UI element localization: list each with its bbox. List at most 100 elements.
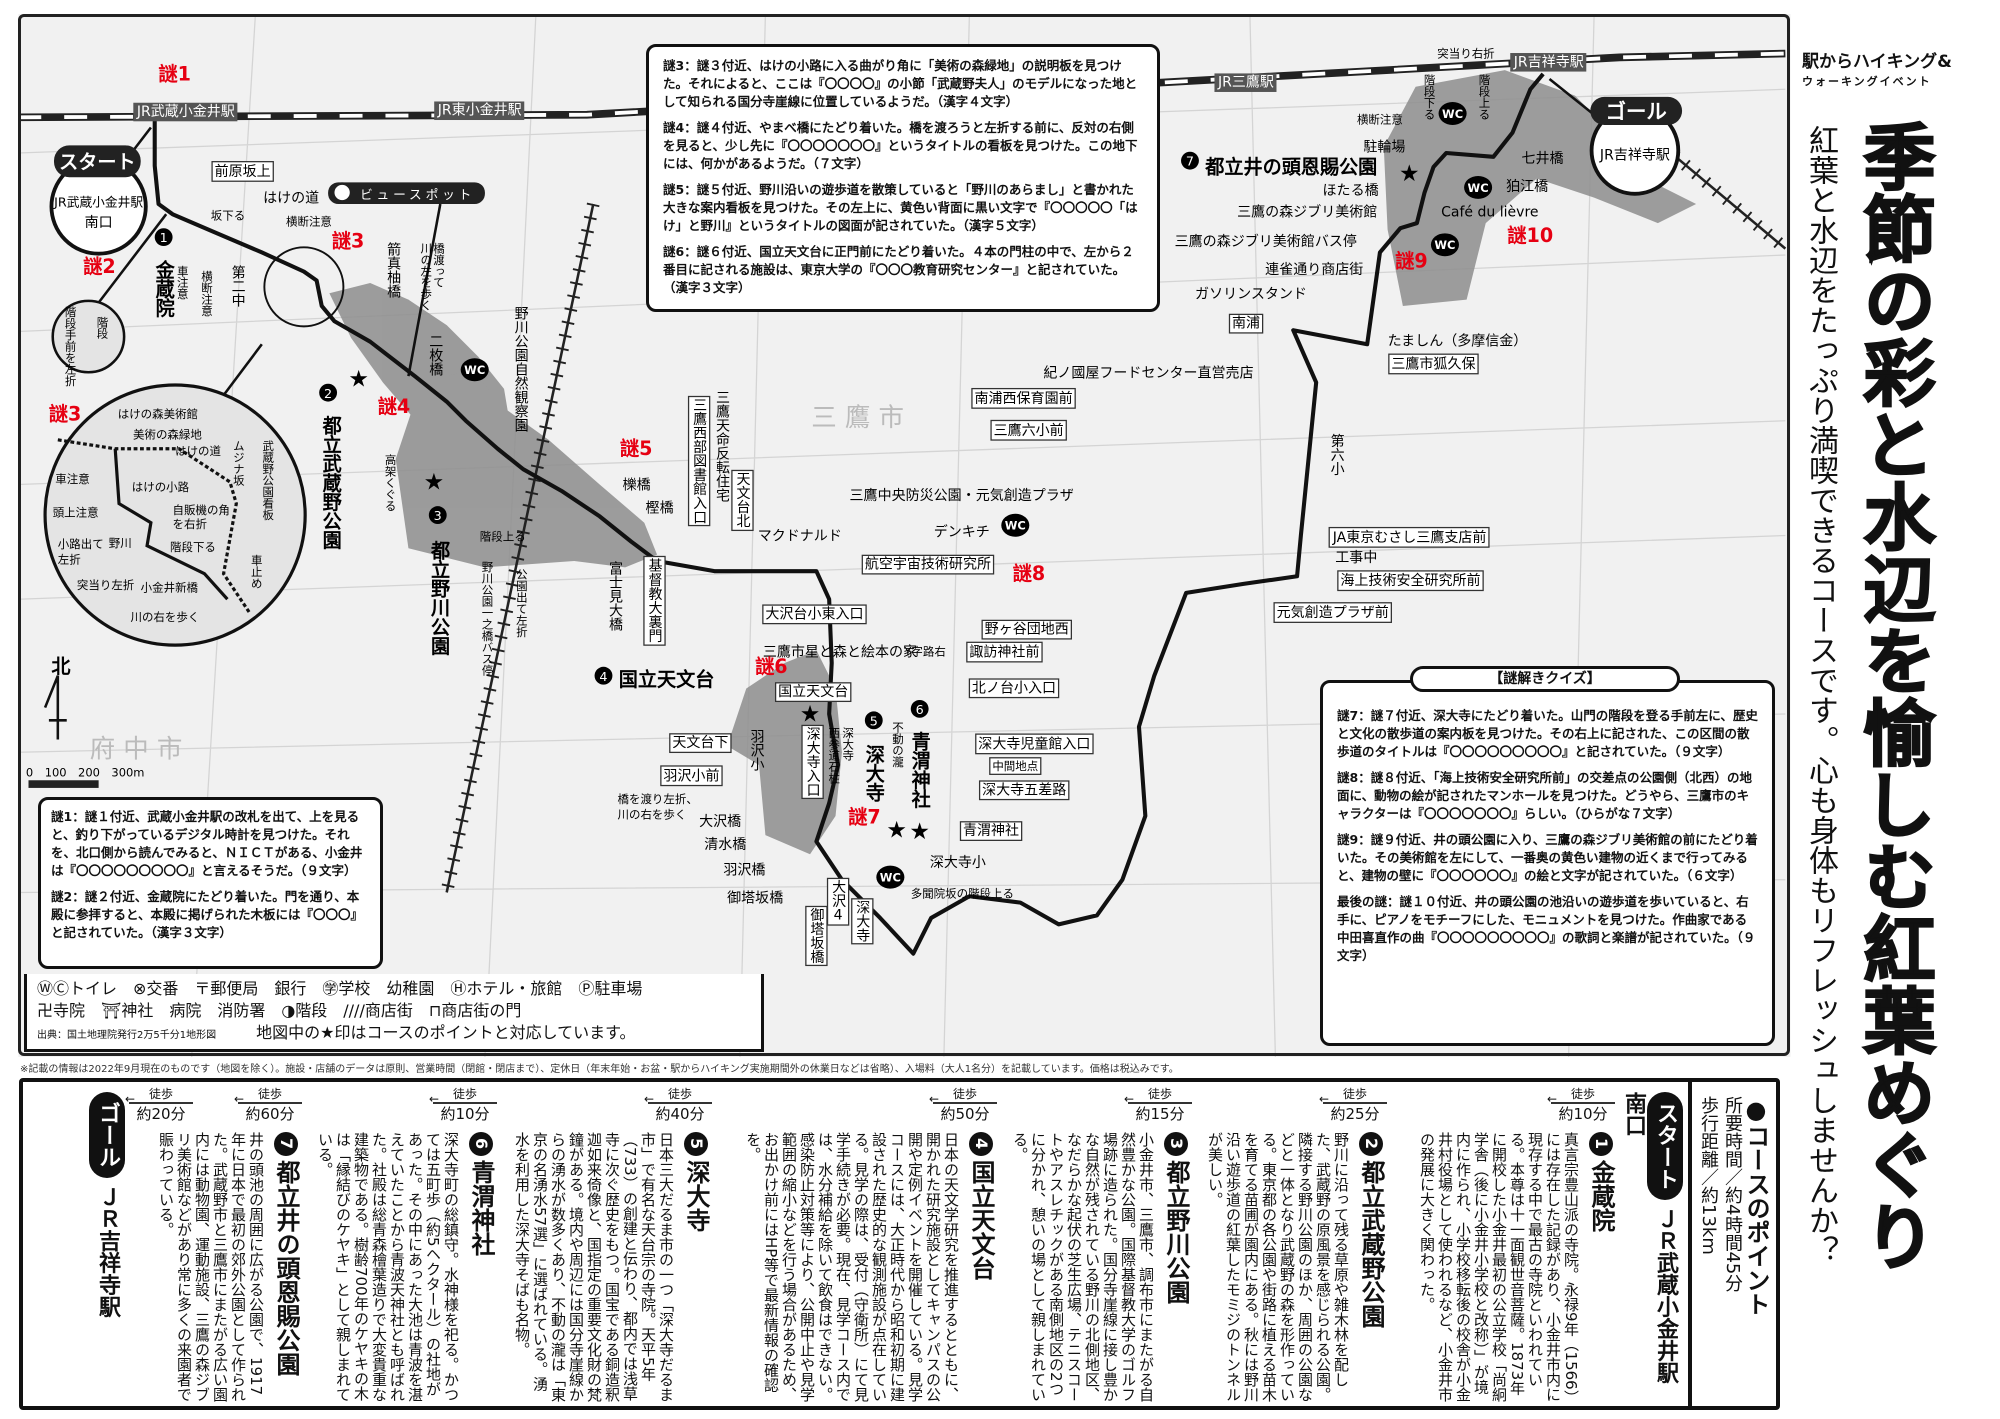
bus-stop-label-box: [660, 765, 723, 787]
map-label-in-kawamigi: 川の右を歩く: [130, 610, 199, 624]
map-label-chukan: 中間地点: [992, 759, 1038, 773]
bus-stop-label-box: [851, 898, 874, 945]
map-label-in-komichi: はけの小路: [132, 480, 190, 494]
point-name: 金蔵院: [1587, 1160, 1615, 1232]
view-spot-label: ビュースポット: [360, 188, 475, 203]
map-label-kojichu: 工事中: [1335, 550, 1377, 566]
map-label-nishisando2: 西参道石柱: [827, 727, 841, 785]
course-point-title: 6青渭神社: [466, 1132, 496, 1402]
map-label-osawadai: 大沢台小東入口: [765, 606, 863, 622]
toilet-label: WC: [1005, 519, 1026, 533]
walk-label: 徒歩: [644, 1086, 712, 1107]
bus-stop-label-box: [975, 733, 1094, 755]
quiz-8: 謎8：謎８付近、「海上技術安全研究所前」の交差点の公園側（北西）の地面に、動物の…: [1337, 770, 1752, 821]
map-label-in-bijutsu: 美術の森緑地: [133, 428, 202, 442]
map-label-gas: ガソリンスタンド: [1195, 286, 1307, 302]
bus-stop-label-box: [774, 682, 852, 703]
map-label-cafe: Café du lièvre: [1441, 205, 1538, 221]
bus-stop-label-box: [966, 641, 1043, 663]
map-label-hashiwatari1: 橋を渡り左折、: [618, 792, 698, 806]
map-label-kitanodai: 北ノ台小入口: [972, 680, 1056, 696]
bus-stop-label-box: [687, 395, 711, 527]
course-point-star-icon: ★: [1399, 161, 1420, 187]
point-description: 真言宗豊山派の寺院。永禄9年（1566）には存在した記録があり、小金井市内に現存…: [1418, 1132, 1580, 1402]
course-point-title: 2都立武蔵野公園: [1356, 1132, 1386, 1402]
map-label-shizenkansatsuen: 野川公園自然観察園: [513, 306, 529, 432]
point-name: 国立天文台: [967, 1160, 995, 1280]
course-point-2: 2都立武蔵野公園野川に沿って残る草原や雑木林を配した、武蔵野の原風景を感じられる…: [1193, 1132, 1386, 1402]
map-label-n5: 5: [870, 714, 878, 729]
puzzle-marker-6: 謎5: [620, 437, 652, 460]
map-label-fuchushi: 府 中 市: [90, 734, 183, 764]
map-label-in-kaidan: 階段下る: [170, 540, 216, 554]
course-time: 所要時間／約4時間45分: [1722, 1096, 1743, 1293]
map-label-st-higashikoganei: JR東小金井駅: [437, 103, 522, 119]
bus-stop-label-box: [1337, 570, 1484, 592]
course-point-star-icon: ★: [424, 470, 445, 496]
bus-stop-label-box: [211, 161, 274, 182]
course-summary: ●コースのポイント 所要時間／約4時間45分 歩行距離／約13km: [1688, 1082, 1776, 1406]
map-label-jidokan: 深大寺児童館入口: [978, 735, 1090, 752]
walk-duration: 約40分: [655, 1105, 705, 1123]
map-label-in-jihanki1: 自販機の角: [173, 503, 230, 517]
map-label-kitsunekubo: 三鷹市狐久保: [1391, 355, 1475, 372]
logo-sub: ウォーキングイベント: [1802, 75, 1932, 88]
puzzle-marker-10: 謎9: [1395, 250, 1427, 273]
bus-stop-label-box: [643, 555, 666, 646]
bus-stop-label-box: [1328, 526, 1490, 548]
course-point-title: 4国立天文台: [966, 1132, 996, 1402]
course-point-title: 1 金蔵院: [1586, 1132, 1616, 1402]
toilet-label: WC: [1442, 107, 1463, 121]
station-label-box: [434, 101, 525, 121]
map-label-mitakashi: 三 鷹 市: [811, 403, 904, 433]
map-label-fujimiohashi: 富士見大橋: [607, 560, 623, 631]
map-label-komaebashi: 狛江橋: [1506, 179, 1548, 195]
map-label-kunugibashi: 櫟橋: [623, 478, 651, 494]
goal-badge: ゴール: [89, 1092, 125, 1178]
map-label-in-shinbashi: 小金井新橋: [141, 581, 199, 595]
point-number-icon: 7: [274, 1132, 298, 1156]
bus-stop-label-box: [989, 757, 1042, 775]
map-label-yamabebashi: 箭真柚橋: [385, 242, 401, 299]
puzzle-marker-4: 謎3: [49, 403, 81, 426]
point-description: 日本三大だるま市の一つ「深大寺だるま市」で有名な天台宗の寺院。天平5年（733）…: [513, 1132, 675, 1402]
map-label-koukakuguru: 高架くぐる: [384, 453, 398, 511]
map-label-n7: 7: [1186, 155, 1194, 170]
point-number-icon: 1: [1589, 1132, 1613, 1156]
point-description: 野川に沿って残る草原や雑木林を配した、武蔵野の原風景を感じられる公園。隣接する野…: [1206, 1132, 1350, 1402]
map-label-minamiuranishi: 南浦西保育園前: [975, 390, 1073, 407]
map-label-bousai: 三鷹中央防災公園・元気創造プラザ: [850, 488, 1074, 504]
bus-stop-label-box: [861, 554, 995, 575]
map-label-sm-kaidan: 階段: [95, 315, 109, 339]
course-point-3: 3都立野川公園小金井市、三鷹市、調布市にまたがる自然豊かな公園。国際基督教大学の…: [998, 1132, 1191, 1402]
puzzle-marker-9: 謎8: [1013, 562, 1045, 585]
map-label-jindaiji-bs: 深大寺: [854, 900, 870, 942]
toilet-icon: [1430, 233, 1459, 257]
map-label-st-mitaka: JR三鷹駅: [1217, 75, 1274, 91]
map-legend: ⓌⒸトイレ ⊗交番 〒郵便局 銀行 ㊫学校 幼稚園 Ⓗホテル・旅館 Ⓟ駐車場 卍…: [24, 974, 764, 1052]
map-label-ichinohashi: 野川公園一之橋バス停: [480, 561, 494, 676]
logo-main: 駅からハイキング&: [1802, 52, 1952, 72]
toilet-label: WC: [464, 363, 485, 377]
map-label-koendete: 公園出て左折: [515, 569, 529, 638]
point-number-icon: [1181, 151, 1199, 170]
map-label-n1: 1: [160, 231, 168, 246]
quiz-6: 謎6：謎６付近、国立天文台に正門前にたどり着いた。４本の門柱の中で、左から２番目…: [663, 244, 1134, 295]
point-number-icon: [428, 506, 447, 524]
map-label-osawa4: 大沢4: [830, 880, 846, 924]
map-label-st-kichijoji: JR吉祥寺駅: [1513, 54, 1584, 70]
legend-row-1: ⓌⒸトイレ ⊗交番 〒郵便局 銀行 ㊫学校 幼稚園 Ⓗホテル・旅館 Ⓟ駐車場: [37, 979, 643, 998]
map-label-toshokan: 三鷹西部図書館入口: [691, 398, 707, 524]
map-label-churinjo: 駐輪場: [1363, 139, 1405, 156]
quiz-10: 最後の謎：謎１０付近、井の頭公園の池沿いの遊歩道を歩いていると、右手に、ピアノを…: [1337, 894, 1756, 963]
map-label-kawahidari: 川の左を歩く: [419, 242, 433, 311]
map-label-genki: 元気創造プラザ前: [1277, 604, 1389, 621]
map-label-nishisando1: 深大寺: [841, 726, 855, 761]
map-label-in-hakemichi: はけの道: [175, 444, 221, 458]
logo: 駅からハイキング&ウォーキングイベント: [1802, 52, 1952, 92]
map-label-rokushomae: 三鷹六小前: [994, 422, 1064, 439]
map-label-inokashira: 都立井の頭恩賜公園: [1204, 155, 1377, 178]
